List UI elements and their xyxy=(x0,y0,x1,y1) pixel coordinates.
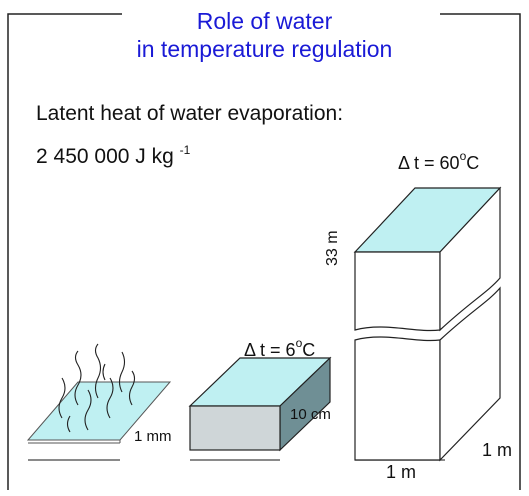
water-film xyxy=(26,381,172,444)
film-thickness-label: 1 mm xyxy=(134,428,172,445)
title-line-2: in temperature regulation xyxy=(136,36,393,62)
slab-depth-label: 10 cm xyxy=(290,406,331,423)
water-slab xyxy=(188,356,332,452)
latent-heat-label: Latent heat of water evaporation: xyxy=(36,102,344,125)
latent-heat-value: 2 450 000 J kg -1 xyxy=(36,143,191,169)
column-delta-text: Δ t = 60 xyxy=(398,153,460,173)
slab-degree: o xyxy=(295,336,303,350)
column-width-label: 1 m xyxy=(386,462,417,482)
column-height-label: 33 m xyxy=(324,230,341,266)
column-unit: C xyxy=(466,153,480,173)
column-degree: o xyxy=(459,149,467,163)
column-depth-label: 1 m xyxy=(482,440,513,460)
frame-border xyxy=(7,13,521,490)
slab-unit: C xyxy=(302,340,316,360)
column-delta-t: Δ t = 60oC xyxy=(398,150,480,174)
water-column xyxy=(353,186,502,462)
evaporation-wisps xyxy=(58,343,136,433)
latent-heat-exponent: -1 xyxy=(179,143,191,157)
slab-delta-text: Δ t = 6 xyxy=(244,340,296,360)
slab-delta-t: Δ t = 6oC xyxy=(244,337,316,361)
latent-heat-number: 2 450 000 J kg xyxy=(36,145,174,168)
title-line-1: Role of water xyxy=(196,8,333,34)
